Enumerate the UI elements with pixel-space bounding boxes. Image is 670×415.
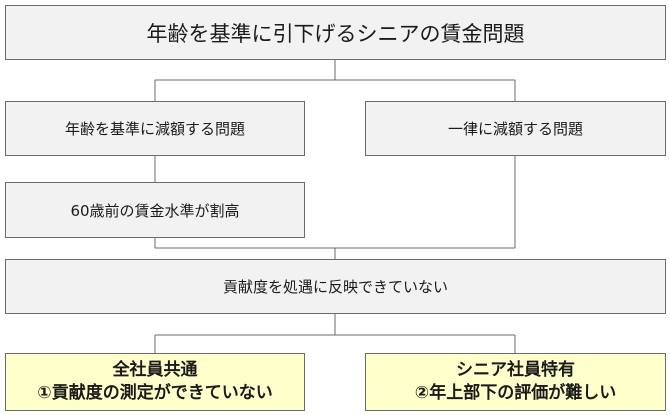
- result-right-box: シニア社員特有 ②年上部下の評価が難しい: [365, 353, 666, 411]
- branch-left-label: 年齢を基準に減額する問題: [64, 120, 245, 138]
- result-left-box: 全社員共通 ①貢献度の測定ができていない: [5, 353, 305, 411]
- branch-right-box: 一律に減額する問題: [365, 101, 666, 156]
- branch-right-label: 一律に減額する問題: [447, 120, 583, 138]
- result-right-title: シニア社員特有: [456, 360, 575, 381]
- result-left-title: 全社員共通: [112, 360, 198, 381]
- result-left-detail: ①貢献度の測定ができていない: [37, 383, 273, 403]
- left-sub-box: 60歳前の賃金水準が割高: [5, 182, 305, 238]
- merge-label: 貢献度を処遇に反映できていない: [222, 278, 448, 296]
- result-right-detail: ②年上部下の評価が難しい: [414, 383, 617, 403]
- left-sub-label: 60歳前の賃金水準が割高: [70, 201, 240, 220]
- root-box: 年齢を基準に引下げるシニアの賃金問題: [5, 5, 666, 60]
- merge-box: 貢献度を処遇に反映できていない: [5, 259, 666, 314]
- root-label: 年齢を基準に引下げるシニアの賃金問題: [146, 21, 525, 46]
- branch-left-box: 年齢を基準に減額する問題: [5, 101, 305, 156]
